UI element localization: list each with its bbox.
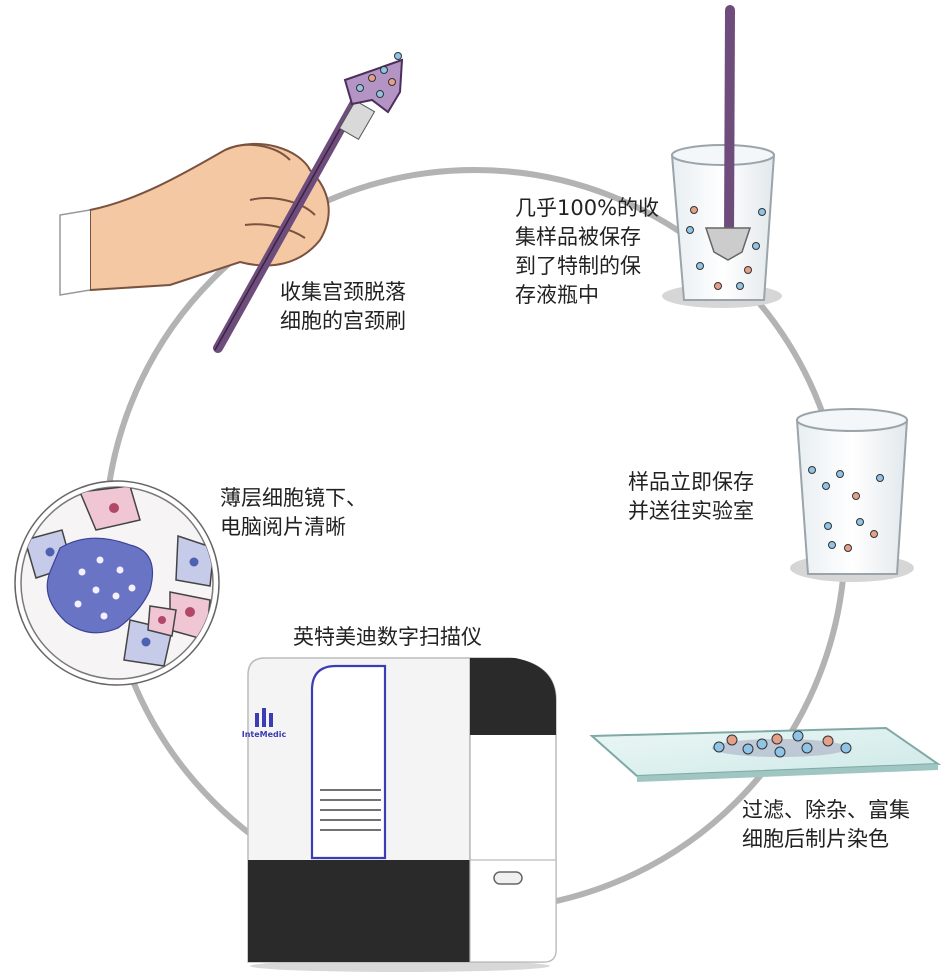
intemedic-logo-mark-icon xyxy=(255,708,273,727)
slide-label-line-2: 细胞后制片染色 xyxy=(742,827,889,851)
microscope-slide-icon xyxy=(589,726,942,782)
lab-label: 样品立即保存 并送往实验室 xyxy=(628,468,754,526)
lab-label-line-1: 样品立即保存 xyxy=(628,470,754,494)
intemedic-logo-text: InteMedic xyxy=(242,730,287,739)
sample-cup-icon xyxy=(790,408,914,582)
vial-with-brush-icon xyxy=(662,5,782,308)
vial-label: 几乎100%的收 集样品被保存 到了特制的保 存液瓶中 xyxy=(515,194,659,310)
vial-label-line-1: 几乎100%的收 xyxy=(515,196,660,220)
scanner-label: 英特美迪数字扫描仪 xyxy=(293,623,482,652)
microscope-label-line-2: 电脑阅片清晰 xyxy=(220,515,346,539)
slide-label-line-1: 过滤、除杂、富集 xyxy=(742,798,910,822)
cell-magnifier-icon xyxy=(14,480,220,686)
slide-label: 过滤、除杂、富集 细胞后制片染色 xyxy=(742,796,910,854)
microscope-label-line-1: 薄层细胞镜下、 xyxy=(220,486,367,510)
lab-label-line-2: 并送往实验室 xyxy=(628,499,754,523)
vial-label-line-4: 存液瓶中 xyxy=(515,283,599,307)
hand-holding-brush-icon xyxy=(59,52,404,353)
brush-label: 收集宫颈脱落 细胞的宫颈刷 xyxy=(280,278,406,336)
brush-label-line-2: 细胞的宫颈刷 xyxy=(280,309,406,333)
digital-scanner-icon: InteMedic xyxy=(242,657,557,972)
brush-label-line-1: 收集宫颈脱落 xyxy=(280,280,406,304)
vial-label-line-2: 集样品被保存 xyxy=(515,225,641,249)
scanner-label-line: 英特美迪数字扫描仪 xyxy=(293,625,482,649)
microscope-label: 薄层细胞镜下、 电脑阅片清晰 xyxy=(220,484,367,542)
vial-label-line-3: 到了特制的保 xyxy=(515,254,641,278)
